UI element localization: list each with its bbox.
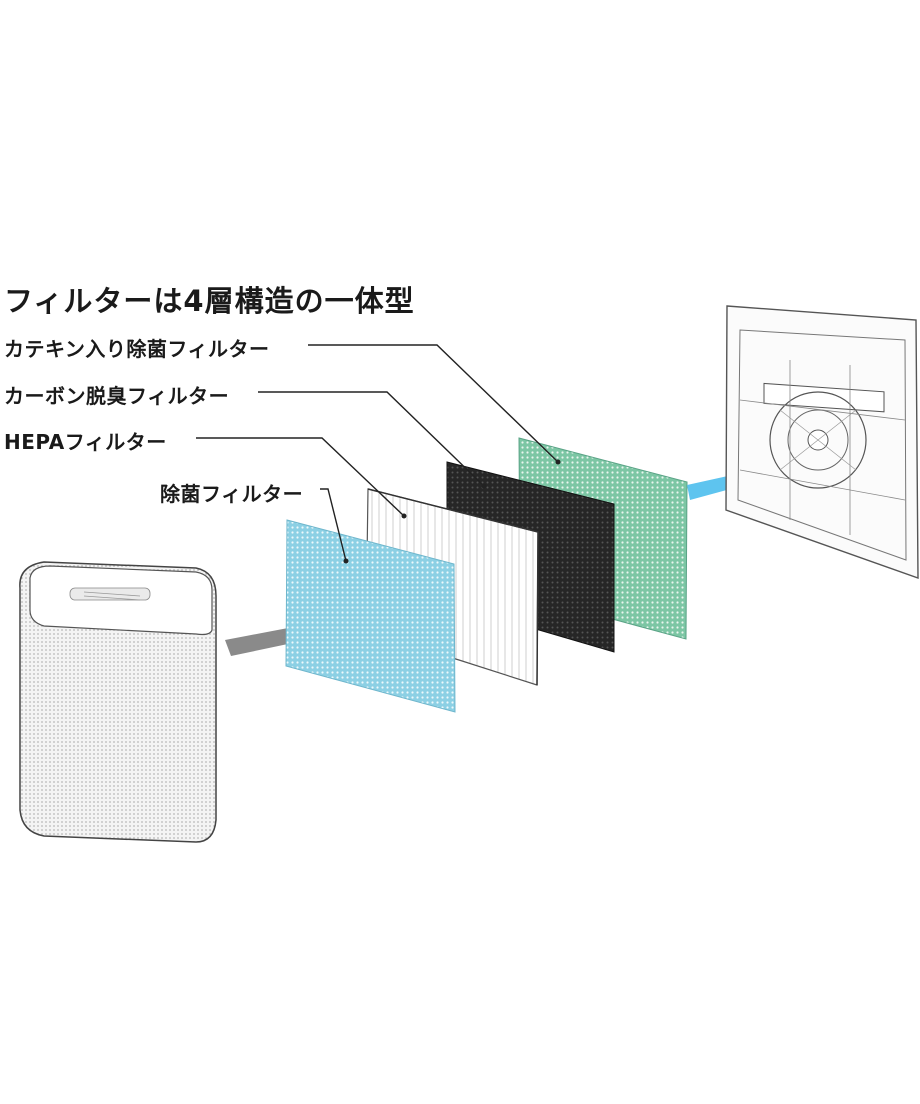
- leader-carbon: [258, 391, 485, 487]
- leader-catechin: [308, 344, 559, 463]
- purifier-front-unit: [19, 561, 217, 843]
- leader-lines: [196, 344, 559, 562]
- label-antibacterial-filter: 除菌フィルター: [160, 482, 304, 506]
- label-hepa-filter: HEPAフィルター: [4, 430, 167, 454]
- label-catechin-filter: カテキン入り除菌フィルター: [4, 337, 270, 361]
- label-carbon-filter: カーボン脱臭フィルター: [4, 384, 230, 408]
- leader-antibacterial: [320, 488, 347, 562]
- leader-dots: [343, 459, 561, 564]
- diagram-title: フィルターは4層構造の一体型: [4, 284, 415, 318]
- antibacterial-filter: [285, 519, 456, 713]
- purifier-rear-unit: [725, 305, 919, 579]
- leader-hepa: [196, 437, 405, 517]
